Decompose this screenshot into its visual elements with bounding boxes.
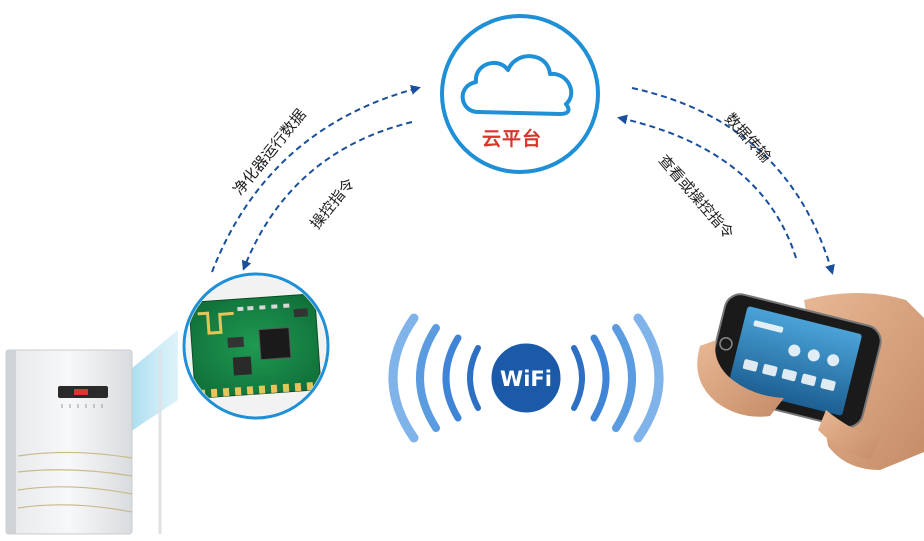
- wifi-badge: [491, 343, 561, 413]
- cloud-platform: [440, 14, 600, 174]
- wifi-label: WiFi: [500, 367, 552, 391]
- air-purifier-device: [5, 330, 178, 535]
- cloud-platform-label: 云平台: [481, 128, 542, 150]
- smartphone-in-hand: [697, 293, 924, 470]
- arrow-view-control: [617, 114, 797, 259]
- cloud-ring: [440, 14, 600, 174]
- arrow-lines: [211, 84, 835, 275]
- module-beam: [120, 330, 178, 432]
- arrow-data-transfer: [631, 87, 835, 275]
- arrow-control-command: [241, 121, 413, 271]
- wifi-module-chip: [182, 272, 330, 420]
- arrow-purifier-data: [211, 84, 421, 273]
- wifi-signal-icon: [388, 313, 664, 443]
- cloud-icon: [460, 54, 574, 116]
